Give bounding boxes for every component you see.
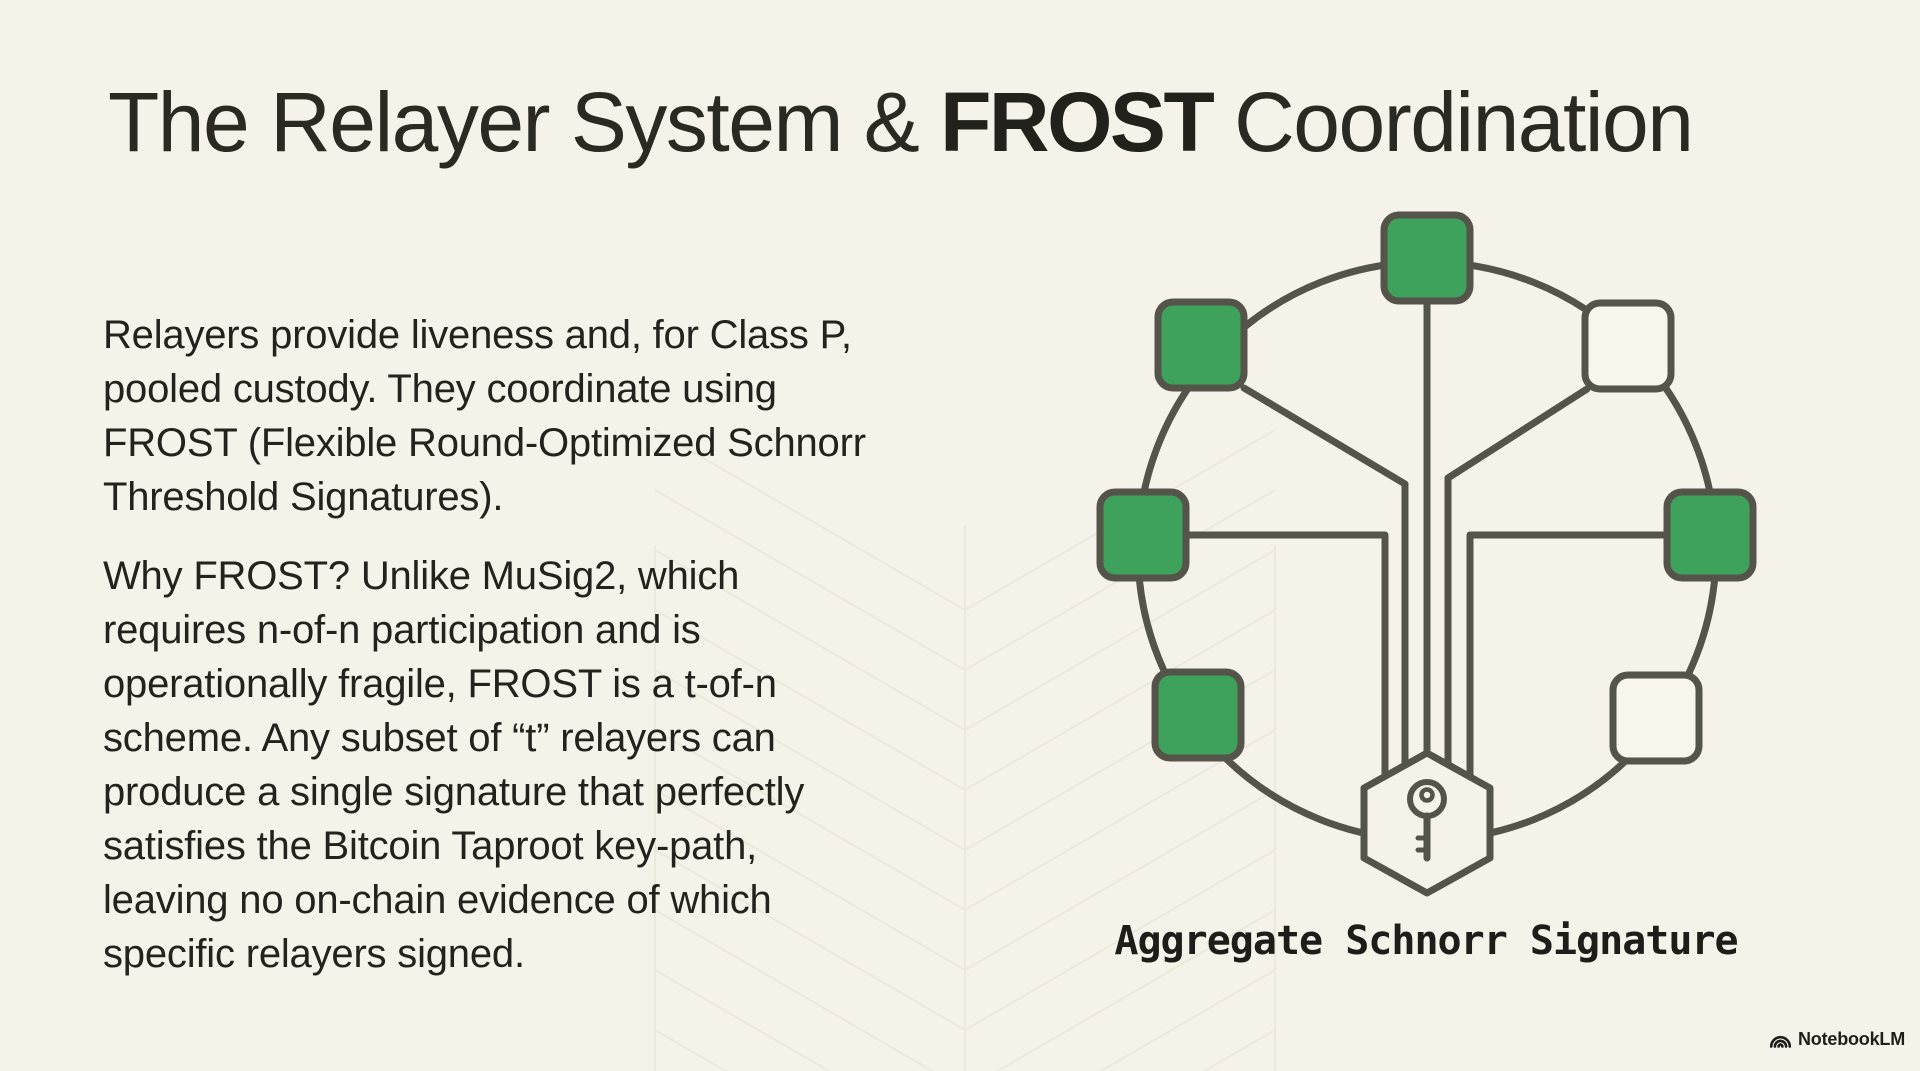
notebooklm-label: NotebookLM xyxy=(1798,1029,1905,1049)
slide-title: The Relayer System & FROST Coordination xyxy=(108,75,1694,169)
paragraph-why-frost: Why FROST? Unlike MuSig2, which requires… xyxy=(103,554,805,976)
relayer-node-top xyxy=(1380,211,1474,305)
relayer-node-mid-left xyxy=(1096,488,1190,582)
title-post: Coordination xyxy=(1212,75,1694,169)
relayer-nodes xyxy=(1096,211,1757,765)
relayer-node-mid-right xyxy=(1663,488,1757,582)
relayer-node-upper-right xyxy=(1581,299,1675,393)
signature-share-lines xyxy=(1182,297,1671,804)
notebooklm-badge: NotebookLM xyxy=(1769,1029,1905,1050)
relayer-node-lower-right xyxy=(1609,671,1703,765)
title-pre: The Relayer System & xyxy=(108,75,941,169)
relayer-node-lower-left xyxy=(1151,668,1245,762)
notebooklm-icon xyxy=(1769,1035,1792,1048)
title-emphasis-frost: FROST xyxy=(940,75,1215,169)
diagram-caption: Aggregate Schnorr Signature xyxy=(1114,918,1738,964)
frost-diagram xyxy=(1096,211,1757,897)
key-icon xyxy=(1407,779,1447,862)
paragraph-relayers: Relayers provide liveness and, for Class… xyxy=(103,313,866,519)
body-text-column: Relayers provide liveness and, for Class… xyxy=(103,308,943,981)
relayer-node-upper-left xyxy=(1154,298,1248,392)
